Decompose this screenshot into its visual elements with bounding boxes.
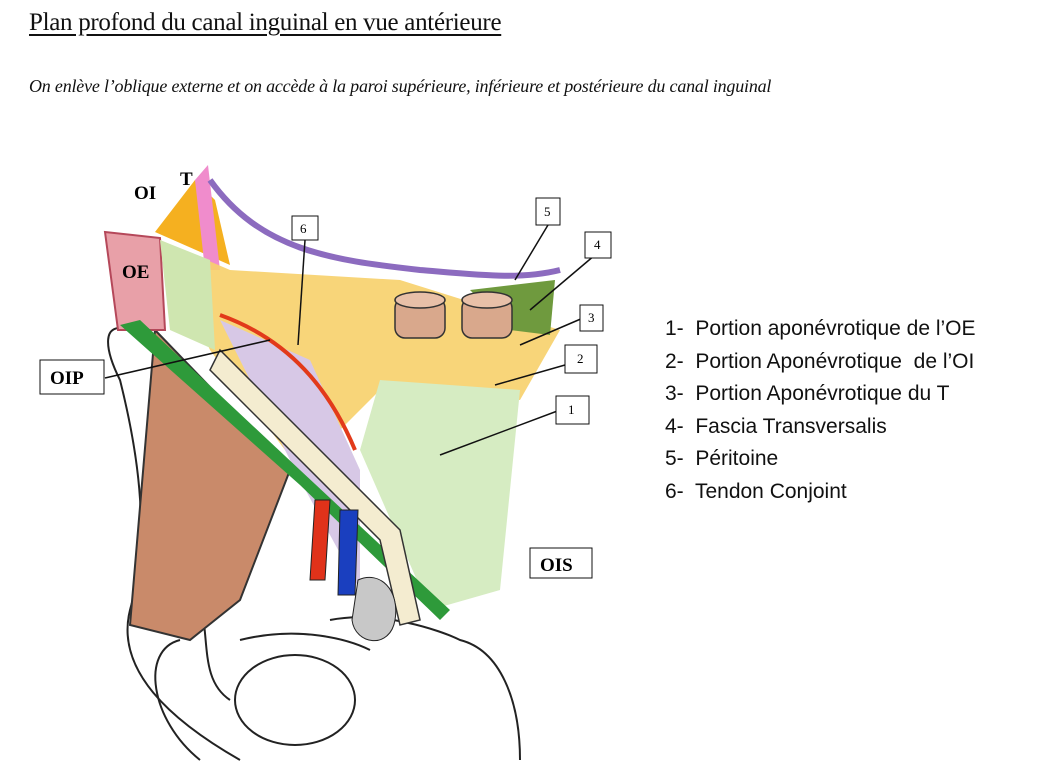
spermatic-cord [209,348,421,626]
deep-inguinal-rings [394,291,513,339]
transversus-muscle [195,165,220,270]
legend-item: 3- Portion Aponévrotique du T [665,382,950,405]
leader-lines [104,224,596,456]
label-ois-box [529,547,593,579]
oe-aponeurosis [160,240,215,350]
marker-3: 3 [588,310,595,325]
legend-item: 1- Portion aponévrotique de l’OE [665,317,976,340]
oe-aponeurosis-lower [360,380,520,610]
marker-3-box [579,304,604,332]
marker-4-box [584,231,612,259]
label-oip-box [39,359,105,395]
label-ois: OIS [540,555,573,576]
label-oe: OE [122,262,149,283]
marker-2: 2 [577,351,584,366]
marker-6: 6 [300,221,307,236]
femoral-vein [337,509,359,596]
external-oblique-muscle [103,230,167,331]
legend-item: 2- Portion Aponévrotique de l’OI [665,349,975,373]
label-oi: OI [134,183,156,204]
femoral-artery [309,499,331,581]
marker-5: 5 [544,204,551,219]
peritoneum-band [207,178,561,279]
legend-item: 5- Péritoine [665,447,779,470]
label-oip: OIP [50,368,84,389]
legend-list: 1- Portion aponévrotique de l’OE 2- Port… [665,313,976,508]
lymph-node [351,576,397,642]
inguinal-ligament [120,320,450,620]
page-subtitle: On enlève l’oblique externe et on accède… [29,76,772,96]
marker-5-box [535,197,561,226]
page-title: Plan profond du canal inguinal en vue an… [29,9,502,36]
marker-2-box [564,344,598,374]
marker-4: 4 [594,237,601,252]
label-t: T [180,169,193,190]
legend-item: 4- Fascia Transversalis [665,414,887,438]
marker-1: 1 [568,402,575,417]
marker-1-box [555,395,590,425]
conjoint-tendon [219,313,357,451]
marker-6-box [291,215,319,241]
legend-item: 6- Tendon Conjoint [665,479,847,503]
